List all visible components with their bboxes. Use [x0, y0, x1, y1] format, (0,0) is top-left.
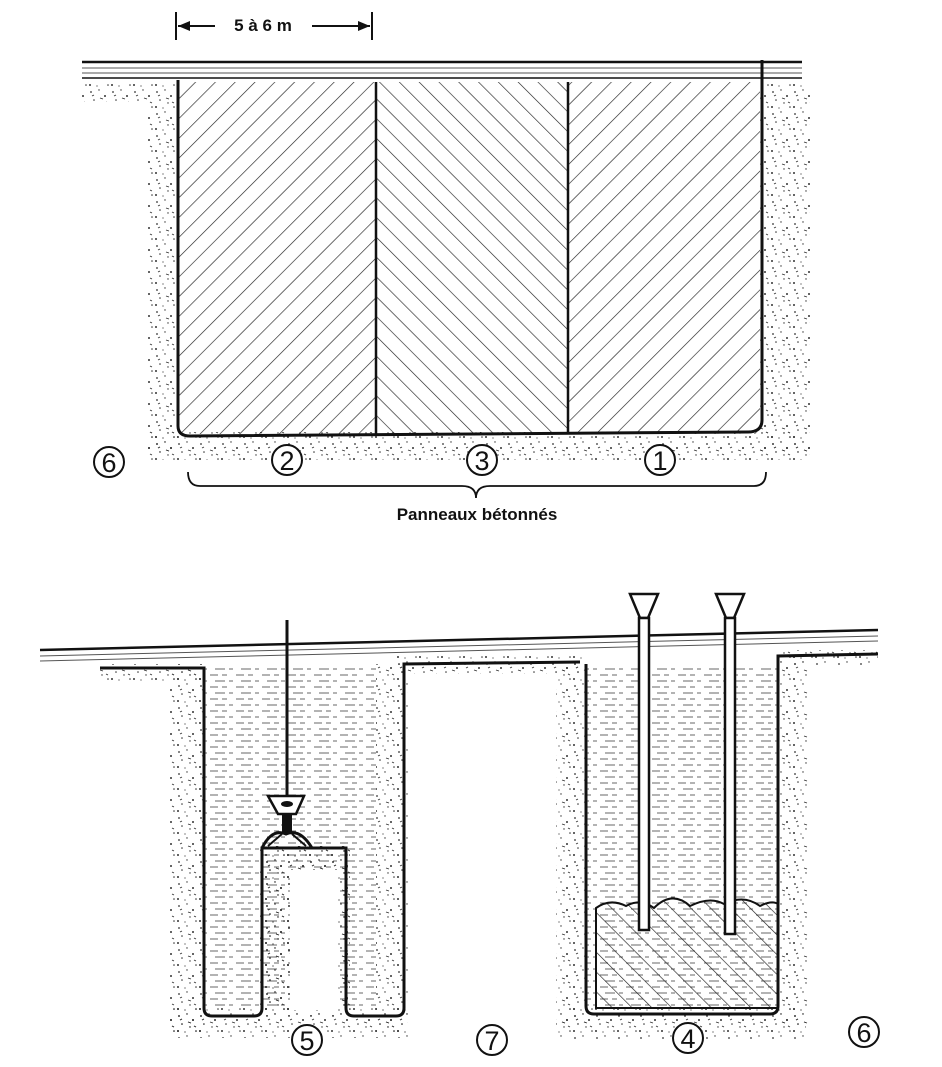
svg-text:3: 3 [474, 446, 489, 476]
panel-3 [376, 82, 568, 434]
trench-outline [584, 652, 879, 1016]
svg-text:2: 2 [279, 446, 294, 476]
trench-outline [100, 660, 581, 1018]
brace [187, 471, 767, 499]
svg-text:1: 1 [652, 446, 667, 476]
svg-text:6: 6 [101, 448, 116, 478]
panel-2 [178, 82, 376, 434]
width-dimension: 5 à 6 m [175, 12, 373, 40]
caption: Panneaux bétonnés [397, 505, 558, 524]
soil-mass [82, 82, 810, 460]
number-marker: 4 [672, 1022, 704, 1054]
number-marker: 5 [291, 1024, 323, 1056]
ground-surface [82, 60, 802, 79]
ground-surface [39, 628, 879, 662]
svg-text:5: 5 [299, 1026, 314, 1056]
width-label: 5 à 6 m [234, 16, 292, 35]
tremie-pipe [628, 592, 660, 932]
grab-bucket-tool [260, 620, 314, 849]
panel-number-marker: 3 [466, 444, 498, 476]
number-marker: 6 [848, 1016, 880, 1048]
tremie-pipe [714, 592, 746, 936]
fresh-concrete [595, 897, 779, 1009]
soil-number-marker: 6 [93, 446, 125, 478]
top-diagram: 5 à 6 m 6 2 [82, 12, 810, 524]
svg-text:6: 6 [856, 1018, 871, 1048]
number-marker: 7 [476, 1024, 508, 1056]
panel-1 [568, 82, 760, 434]
panel-number-marker: 1 [644, 444, 676, 476]
panel-number-marker: 2 [271, 444, 303, 476]
bottom-diagram: 5 7 4 6 [39, 592, 880, 1056]
trench-outline [176, 60, 764, 438]
svg-text:4: 4 [680, 1024, 695, 1054]
svg-text:7: 7 [484, 1026, 499, 1056]
